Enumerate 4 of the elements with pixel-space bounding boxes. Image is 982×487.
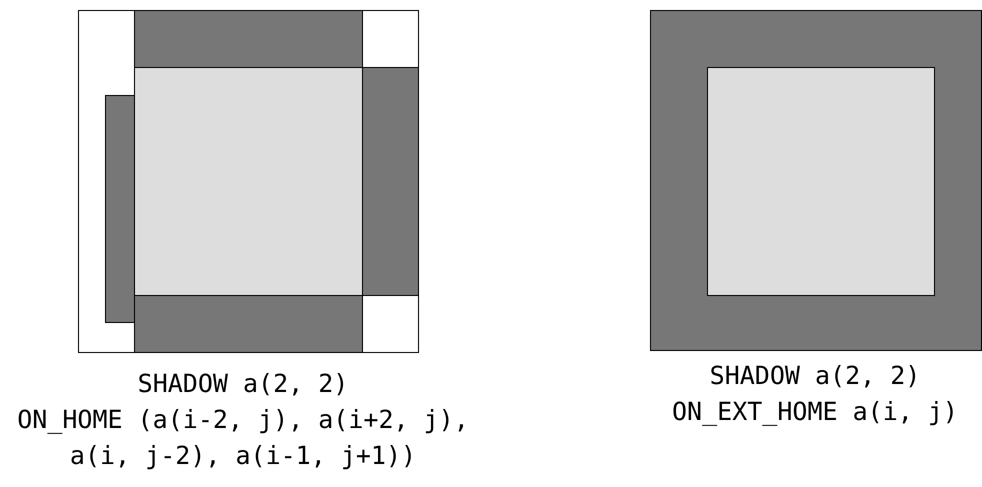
- code-annotation: ON_HOME (a(i-2, j), a(i+2, j), a(i, j-2), a(i-1, j+1)): [16, 404, 470, 472]
- code-annotation: SHADOW a(2, 2): [136, 368, 350, 400]
- code-annotation: SHADOW a(2, 2): [708, 360, 922, 392]
- code-annotation: ON_EXT_HOME a(i, j): [671, 396, 959, 428]
